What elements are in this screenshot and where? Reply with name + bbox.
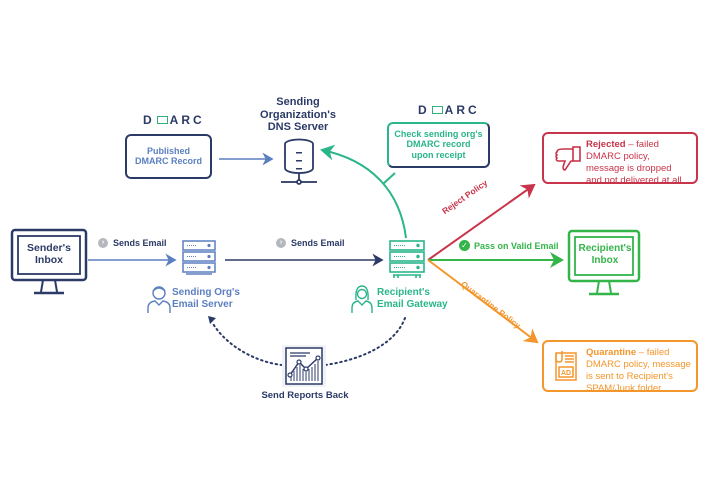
sending-server-label: Sending Org's Email Server [172, 287, 240, 310]
quarantine-line: is sent to Recipient's [586, 370, 673, 382]
check-circle-icon: ✓ [459, 240, 470, 251]
rejected-line: message is dropped [586, 162, 672, 174]
pass-label: ✓ Pass on Valid Email [459, 240, 559, 251]
recipient-inbox-line: Recipient's [578, 243, 632, 254]
dotted-report-right [324, 317, 406, 366]
sender-inbox-label: Sender's Inbox [18, 242, 80, 266]
sends-email-label-1: › Sends Email [98, 238, 167, 248]
check-line: upon receipt [411, 149, 466, 160]
dmarc-logo: D ARC [418, 103, 480, 117]
published-line: Published [146, 146, 190, 156]
dns-title-line: DNS Server [267, 121, 329, 134]
arrow-quarantine [427, 259, 539, 344]
rejected-box: Rejected – failed DMARC policy, message … [542, 132, 698, 187]
thumbs-down-icon [555, 146, 581, 171]
server-rack-icon [182, 240, 216, 275]
database-icon [281, 138, 317, 185]
envelope-icon [431, 106, 443, 114]
quarantine-line: SPAM/Junk folder. [586, 382, 664, 394]
ad-label: AD [561, 370, 571, 377]
recipient-inbox-line: Inbox [591, 254, 619, 266]
person-female-icon [351, 285, 373, 313]
dotted-report-arrowhead [208, 316, 216, 324]
person-icon [147, 286, 171, 313]
rejected-text: Rejected – failed DMARC policy, message … [586, 139, 684, 187]
envelope-icon [156, 116, 168, 124]
quarantine-box: AD Quarantine – failed DMARC policy, mes… [542, 340, 698, 395]
dmarc-logo: D ARC [143, 113, 205, 127]
check-line: DMARC record [406, 139, 471, 150]
dns-title-line: Organization's [260, 108, 336, 121]
logo-d: D [418, 103, 430, 117]
quarantine-line: – failed [636, 347, 670, 358]
sending-server-line: Email Server [172, 298, 233, 310]
sender-inbox-line: Sender's [27, 242, 71, 254]
rejected-line: – failed [625, 139, 659, 150]
report-chart-icon [282, 345, 326, 387]
arrow-reject [427, 183, 536, 261]
sender-monitor-icon [10, 228, 88, 295]
recipient-monitor-icon [567, 229, 641, 296]
flow-label: Sends Email [113, 238, 167, 248]
pass-text: Pass on Valid Email [474, 240, 559, 251]
arrow-gateway-to-dns [320, 144, 407, 239]
chevron-right-icon: › [98, 238, 108, 248]
gateway-line: Email Gateway [377, 298, 448, 310]
send-reports-back-label: Send Reports Back [261, 390, 349, 401]
spam-document-icon: AD [555, 351, 577, 381]
dns-server-title: Sending Organization's DNS Server [258, 96, 338, 134]
check-line: Check sending org's [394, 129, 483, 139]
flow-label: Sends Email [291, 238, 345, 248]
check-callout-link [382, 172, 396, 185]
sending-server-line: Sending Org's [172, 287, 240, 298]
recipient-inbox-label: Recipient's Inbox [575, 243, 635, 266]
logo-arc: ARC [444, 103, 480, 117]
published-dmarc-record-box: Published DMARC Record [125, 134, 212, 179]
sender-inbox-line: Inbox [35, 254, 63, 267]
sends-email-label-2: › Sends Email [276, 238, 345, 248]
quarantine-title: Quarantine [586, 347, 637, 358]
logo-arc: ARC [169, 113, 205, 127]
rejected-line: and not delivered at all. [586, 174, 685, 186]
dns-title-line: Sending [276, 96, 320, 108]
published-line: DMARC Record [134, 156, 202, 167]
gateway-label: Recipient's Email Gateway [377, 287, 448, 310]
quarantine-text: Quarantine – failed DMARC policy, messag… [586, 347, 691, 395]
rejected-title: Rejected [586, 139, 626, 150]
quarantine-line: DMARC policy, message [586, 358, 691, 370]
rejected-line: DMARC policy, [586, 150, 650, 162]
gateway-line: Recipient's [377, 287, 430, 298]
logo-d: D [143, 113, 155, 127]
dotted-report-left [211, 321, 283, 366]
gateway-server-icon [389, 240, 425, 278]
chevron-right-icon: › [276, 238, 286, 248]
check-dmarc-record-box: Check sending org's DMARC record upon re… [387, 122, 490, 168]
